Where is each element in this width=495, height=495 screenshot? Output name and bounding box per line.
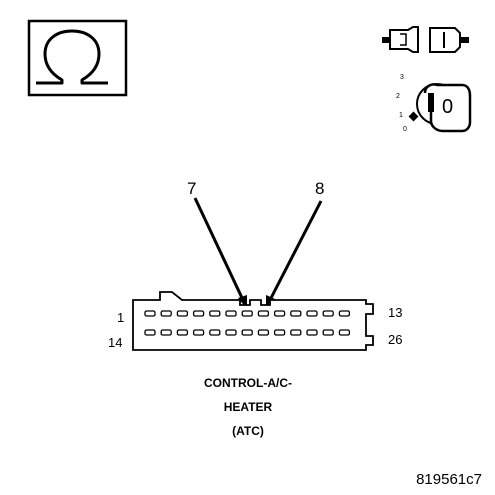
callout-pin-7: 7 (187, 179, 196, 198)
pin-slot-23 (290, 329, 302, 336)
ignition-position-0: 0 (403, 126, 407, 133)
pin-slot-18 (209, 329, 221, 336)
pin-label-14: 14 (108, 335, 122, 350)
arrow-pin-8 (266, 200, 323, 309)
ignition-key-icon: 3 2 1 0 0 (396, 74, 472, 133)
ignition-position-3: 3 (400, 74, 404, 81)
pin-slot-2 (160, 310, 172, 317)
connector-caption-line-2: HEATER (224, 400, 273, 414)
connector-caption-line-3: (ATC) (232, 424, 264, 438)
pin-slot-7 (241, 310, 253, 317)
key-position-label: 0 (442, 96, 453, 118)
pin-slot-21 (257, 329, 270, 336)
pin-slot-24 (306, 329, 318, 336)
pin-slot-25 (322, 329, 334, 336)
pin-slot-12 (322, 310, 334, 317)
pin-slot-1 (144, 310, 156, 317)
pin-slot-3 (176, 310, 189, 317)
pin-slot-20 (241, 329, 253, 336)
pin-slot-22 (273, 329, 286, 336)
pin-slot-11 (306, 310, 318, 317)
arrow-pin-7 (193, 197, 247, 309)
pin-slot-16 (176, 329, 189, 336)
pin-label-1: 1 (117, 310, 124, 325)
pin-slot-6 (225, 310, 237, 317)
pin-slot-8 (257, 310, 270, 317)
ignition-position-2: 2 (396, 93, 400, 100)
connector-pin-slots (144, 310, 351, 336)
pin-slot-5 (209, 310, 221, 317)
ohmmeter-icon (27, 19, 128, 97)
connector-body (132, 291, 374, 351)
pin-slot-14 (144, 329, 156, 336)
connector-caption-line-1: CONTROL-A/C- (204, 376, 292, 390)
ignition-position-1: 1 (399, 112, 403, 119)
pin-slot-10 (290, 310, 302, 317)
pin-label-13: 13 (388, 305, 402, 320)
callout-pin-8: 8 (315, 179, 324, 198)
pin-slot-9 (273, 310, 286, 317)
pin-slot-17 (192, 329, 205, 336)
pin-slot-15 (160, 329, 172, 336)
pin-slot-19 (225, 329, 237, 336)
pin-slot-13 (338, 310, 351, 317)
figure-reference-id: 819561c7 (416, 471, 482, 488)
pin-slot-26 (338, 329, 351, 336)
pin-slot-4 (192, 310, 205, 317)
pin-label-26: 26 (388, 332, 402, 347)
disconnected-connector-icon (382, 26, 469, 53)
